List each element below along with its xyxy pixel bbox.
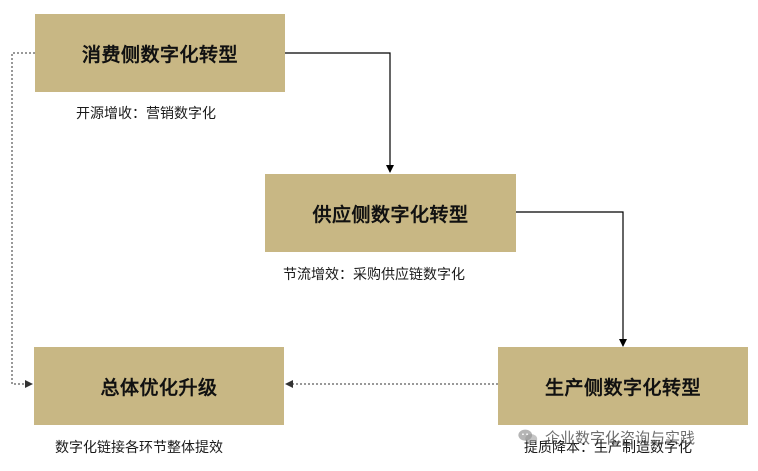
node-production-label: 生产侧数字化转型 (544, 376, 701, 399)
arrow-supply-to-production (516, 211, 627, 347)
caption-production: 提质降本：生产制造数字化 (524, 440, 692, 456)
arrow-consumer-to-overall (11, 52, 35, 388)
caption-supply: 节流增效：采购供应链数字化 (283, 267, 465, 283)
wechat-icon (518, 429, 538, 444)
watermark-text: 企业数字化咨询与实践 (545, 428, 696, 447)
node-supply-label: 供应侧数字化转型 (312, 203, 469, 226)
node-consumer: 消费侧数字化转型 (35, 14, 285, 92)
watermark: 企业数字化咨询与实践 (517, 426, 695, 448)
node-overall: 总体优化升级 (34, 347, 284, 425)
caption-overall: 数字化链接各环节整体提效 (55, 440, 223, 456)
caption-consumer: 开源增收：营销数字化 (76, 106, 216, 122)
node-overall-label: 总体优化升级 (100, 376, 218, 399)
node-supply: 供应侧数字化转型 (265, 174, 516, 252)
arrow-consumer-to-supply (285, 52, 394, 173)
node-consumer-label: 消费侧数字化转型 (81, 43, 238, 66)
node-production: 生产侧数字化转型 (498, 347, 748, 425)
